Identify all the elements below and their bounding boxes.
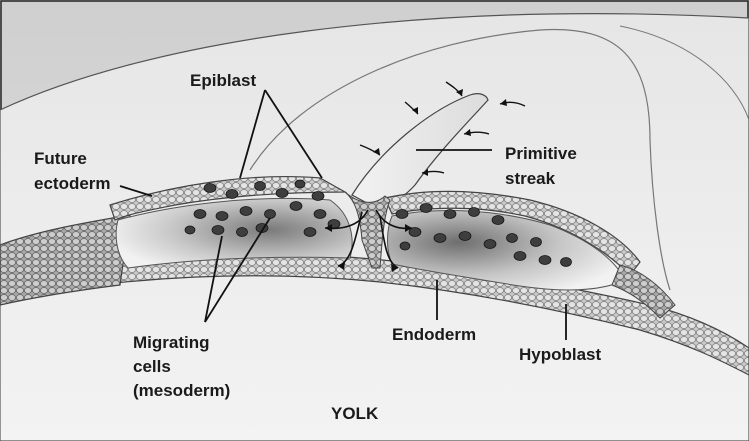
label-migrating-cells-3: (mesoderm) xyxy=(133,381,230,400)
label-endoderm: Endoderm xyxy=(392,325,476,344)
label-primitive-streak-2: streak xyxy=(505,169,556,188)
label-future-ectoderm-1: Future xyxy=(34,149,87,168)
label-migrating-cells-1: Migrating xyxy=(133,333,210,352)
label-future-ectoderm-2: ectoderm xyxy=(34,174,111,193)
label-epiblast: Epiblast xyxy=(190,71,256,90)
label-migrating-cells-2: cells xyxy=(133,357,171,376)
label-primitive-streak-1: Primitive xyxy=(505,144,577,163)
label-yolk: YOLK xyxy=(331,404,379,423)
label-hypoblast: Hypoblast xyxy=(519,345,602,364)
